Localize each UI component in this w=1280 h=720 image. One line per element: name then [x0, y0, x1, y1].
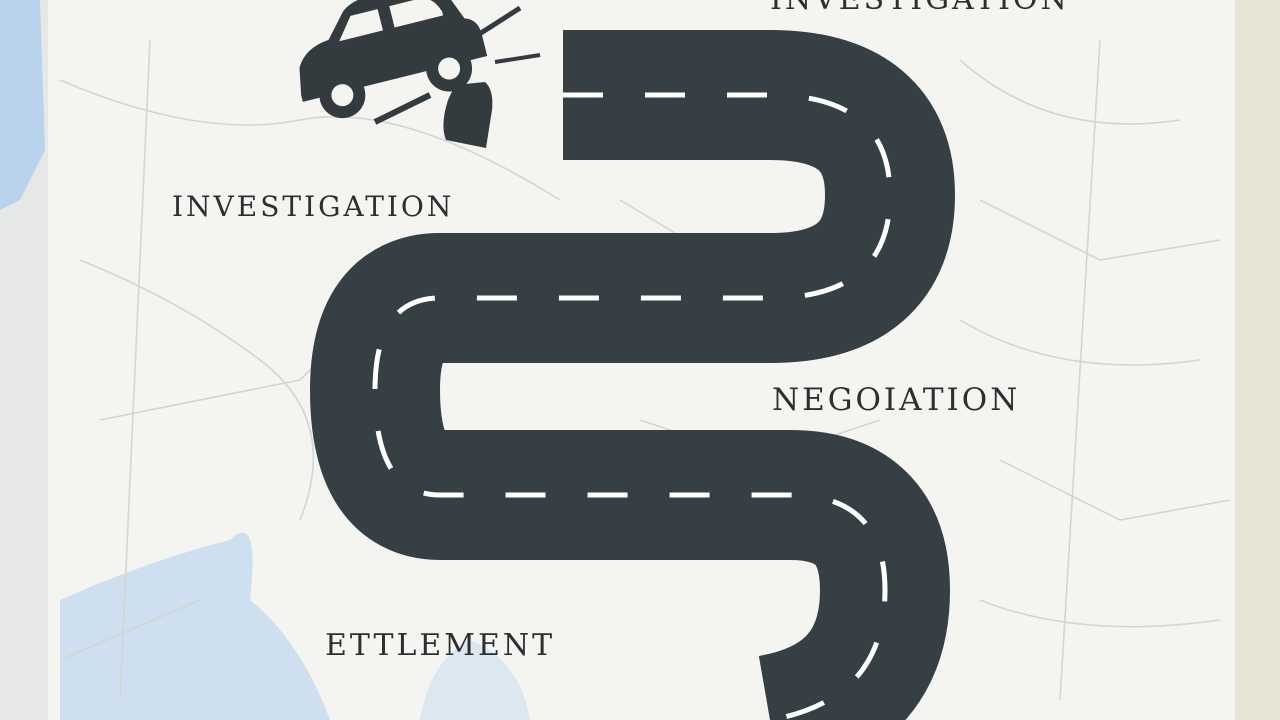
motion-stroke	[373, 92, 432, 125]
motion-stroke	[494, 53, 541, 64]
map-water-2	[420, 640, 530, 720]
road-center-line	[372, 92, 893, 720]
car-icon	[299, 0, 488, 119]
right-map-strip	[1235, 0, 1280, 720]
left-water	[0, 0, 45, 210]
motion-stroke	[468, 5, 522, 43]
settlement-label: ETTLEMENT	[325, 628, 556, 663]
map-water	[60, 532, 330, 720]
investigation-label: INVESTIGATION	[172, 190, 455, 223]
top-label-cropped: INVESTIGATION	[770, 0, 1070, 17]
map-lines	[59, 39, 1231, 701]
document-icon	[443, 82, 493, 148]
negotiation-label: NEGOIATION	[772, 382, 1021, 418]
